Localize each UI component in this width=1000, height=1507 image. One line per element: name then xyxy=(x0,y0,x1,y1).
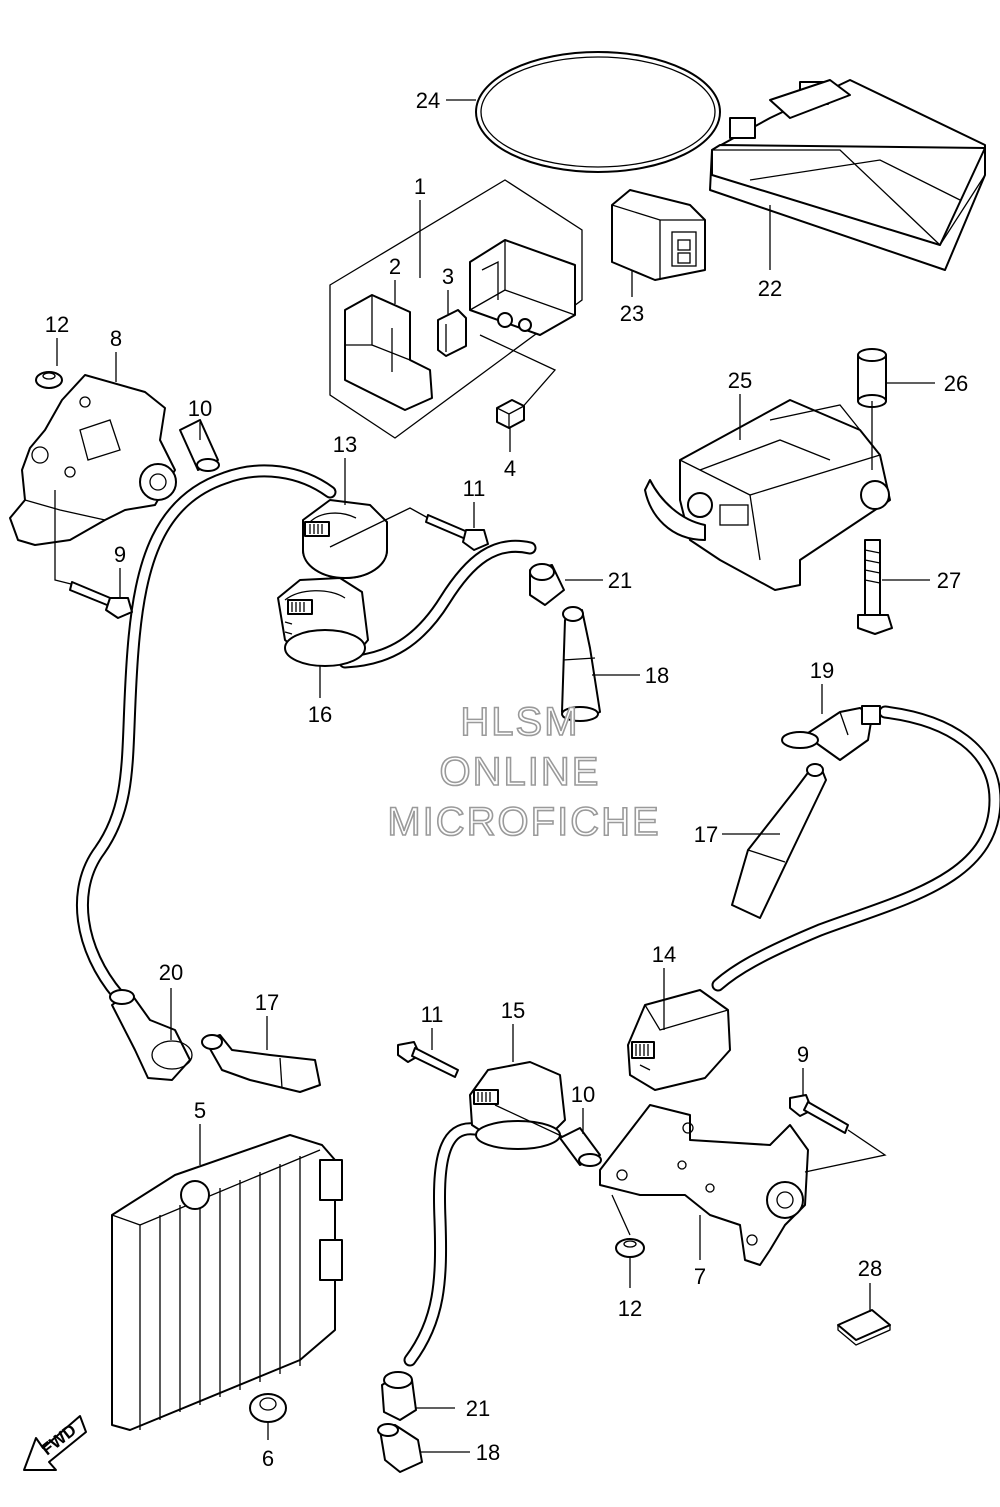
callout-28: 28 xyxy=(858,1256,882,1281)
callout-18-lower: 18 xyxy=(476,1440,500,1465)
callout-25: 25 xyxy=(728,368,752,393)
ignition-coil-part-15 xyxy=(469,1061,566,1150)
regulator-part-5 xyxy=(111,1134,343,1431)
callout-12-lower: 12 xyxy=(618,1296,642,1321)
fuse-relay-group-part-1 xyxy=(329,179,583,439)
callout-19: 19 xyxy=(810,658,834,683)
callout-10-upper: 10 xyxy=(188,396,212,421)
plug-boot-part-17-lower xyxy=(201,1034,321,1093)
watermark: HLSM ONLINE MICROFICHE xyxy=(387,699,660,845)
callout-10-lower: 10 xyxy=(571,1082,595,1107)
callout-17-lower: 17 xyxy=(255,990,279,1015)
cap-part-19 xyxy=(781,705,881,761)
bolt-part-9-upper xyxy=(54,490,133,619)
callout-3: 3 xyxy=(442,264,454,289)
callout-8: 8 xyxy=(110,326,122,351)
nut-part-12-lower xyxy=(611,1194,645,1258)
cap-part-20 xyxy=(109,989,193,1081)
plug-cap-part-18-lower xyxy=(377,1423,423,1473)
bracket-part-7 xyxy=(599,1104,809,1266)
callout-14: 14 xyxy=(652,942,676,967)
callout-7: 7 xyxy=(694,1264,706,1289)
callout-22: 22 xyxy=(758,276,782,301)
control-unit-part-25 xyxy=(644,399,891,591)
callout-9-upper: 9 xyxy=(114,542,126,567)
plug-boot-part-17-upper xyxy=(731,763,827,919)
watermark-line-3: MICROFICHE xyxy=(387,800,660,844)
screw-part-4 xyxy=(479,334,557,429)
callout-17-upper: 17 xyxy=(694,822,718,847)
callout-13: 13 xyxy=(333,432,357,457)
callout-1: 1 xyxy=(414,174,426,199)
callout-9-lower: 9 xyxy=(797,1042,809,1067)
bolt-part-11-upper xyxy=(425,514,489,551)
grommet-part-6 xyxy=(249,1393,287,1423)
callout-numbers: 1 2 3 4 5 6 7 8 9 9 10 10 11 11 12 12 13… xyxy=(45,88,968,1471)
callout-18-upper: 18 xyxy=(645,663,669,688)
cap-part-21-lower xyxy=(381,1371,417,1421)
bolt-part-9-lower xyxy=(789,1094,887,1173)
connector-part-23 xyxy=(611,189,706,281)
watermark-line-1: HLSM xyxy=(460,700,579,744)
leader-15-to-7 xyxy=(494,1104,571,1141)
bracket-part-8 xyxy=(9,374,177,546)
o-ring-part-24 xyxy=(475,51,721,173)
bolt-part-11-lower xyxy=(397,1041,459,1078)
callout-15: 15 xyxy=(501,998,525,1023)
collar-part-26 xyxy=(857,348,887,408)
callout-21-lower: 21 xyxy=(466,1396,490,1421)
high-tension-cables xyxy=(76,464,1000,1367)
plug-cap-part-18-upper xyxy=(561,606,601,722)
ignition-coil-part-14 xyxy=(627,989,731,1091)
callout-5: 5 xyxy=(194,1098,206,1123)
callout-4: 4 xyxy=(504,456,516,481)
spacer-part-10-lower xyxy=(559,1127,602,1167)
callout-20: 20 xyxy=(159,960,183,985)
leader-lines xyxy=(56,99,935,1453)
callout-16: 16 xyxy=(308,702,332,727)
callout-11-lower: 11 xyxy=(421,1002,444,1027)
callout-26: 26 xyxy=(944,371,968,396)
callout-12-upper: 12 xyxy=(45,312,69,337)
ignition-coil-part-16 xyxy=(277,577,369,667)
callout-11-upper: 11 xyxy=(463,476,486,501)
spacer-part-10-upper xyxy=(179,419,220,472)
ecu-part-22 xyxy=(709,79,986,271)
label-part-28 xyxy=(837,1309,891,1346)
leader-13-to-11 xyxy=(329,507,429,548)
callout-23: 23 xyxy=(620,301,644,326)
cap-part-21-upper xyxy=(529,563,565,606)
callout-2: 2 xyxy=(389,254,401,279)
callout-6: 6 xyxy=(262,1446,274,1471)
nut-part-12-upper xyxy=(35,371,63,389)
callout-27: 27 xyxy=(937,568,961,593)
callout-24: 24 xyxy=(416,88,440,113)
callout-21-upper: 21 xyxy=(608,568,632,593)
fwd-arrow-icon: FWD xyxy=(23,1415,87,1471)
watermark-line-2: ONLINE xyxy=(440,750,601,794)
bolt-part-27 xyxy=(857,401,893,635)
